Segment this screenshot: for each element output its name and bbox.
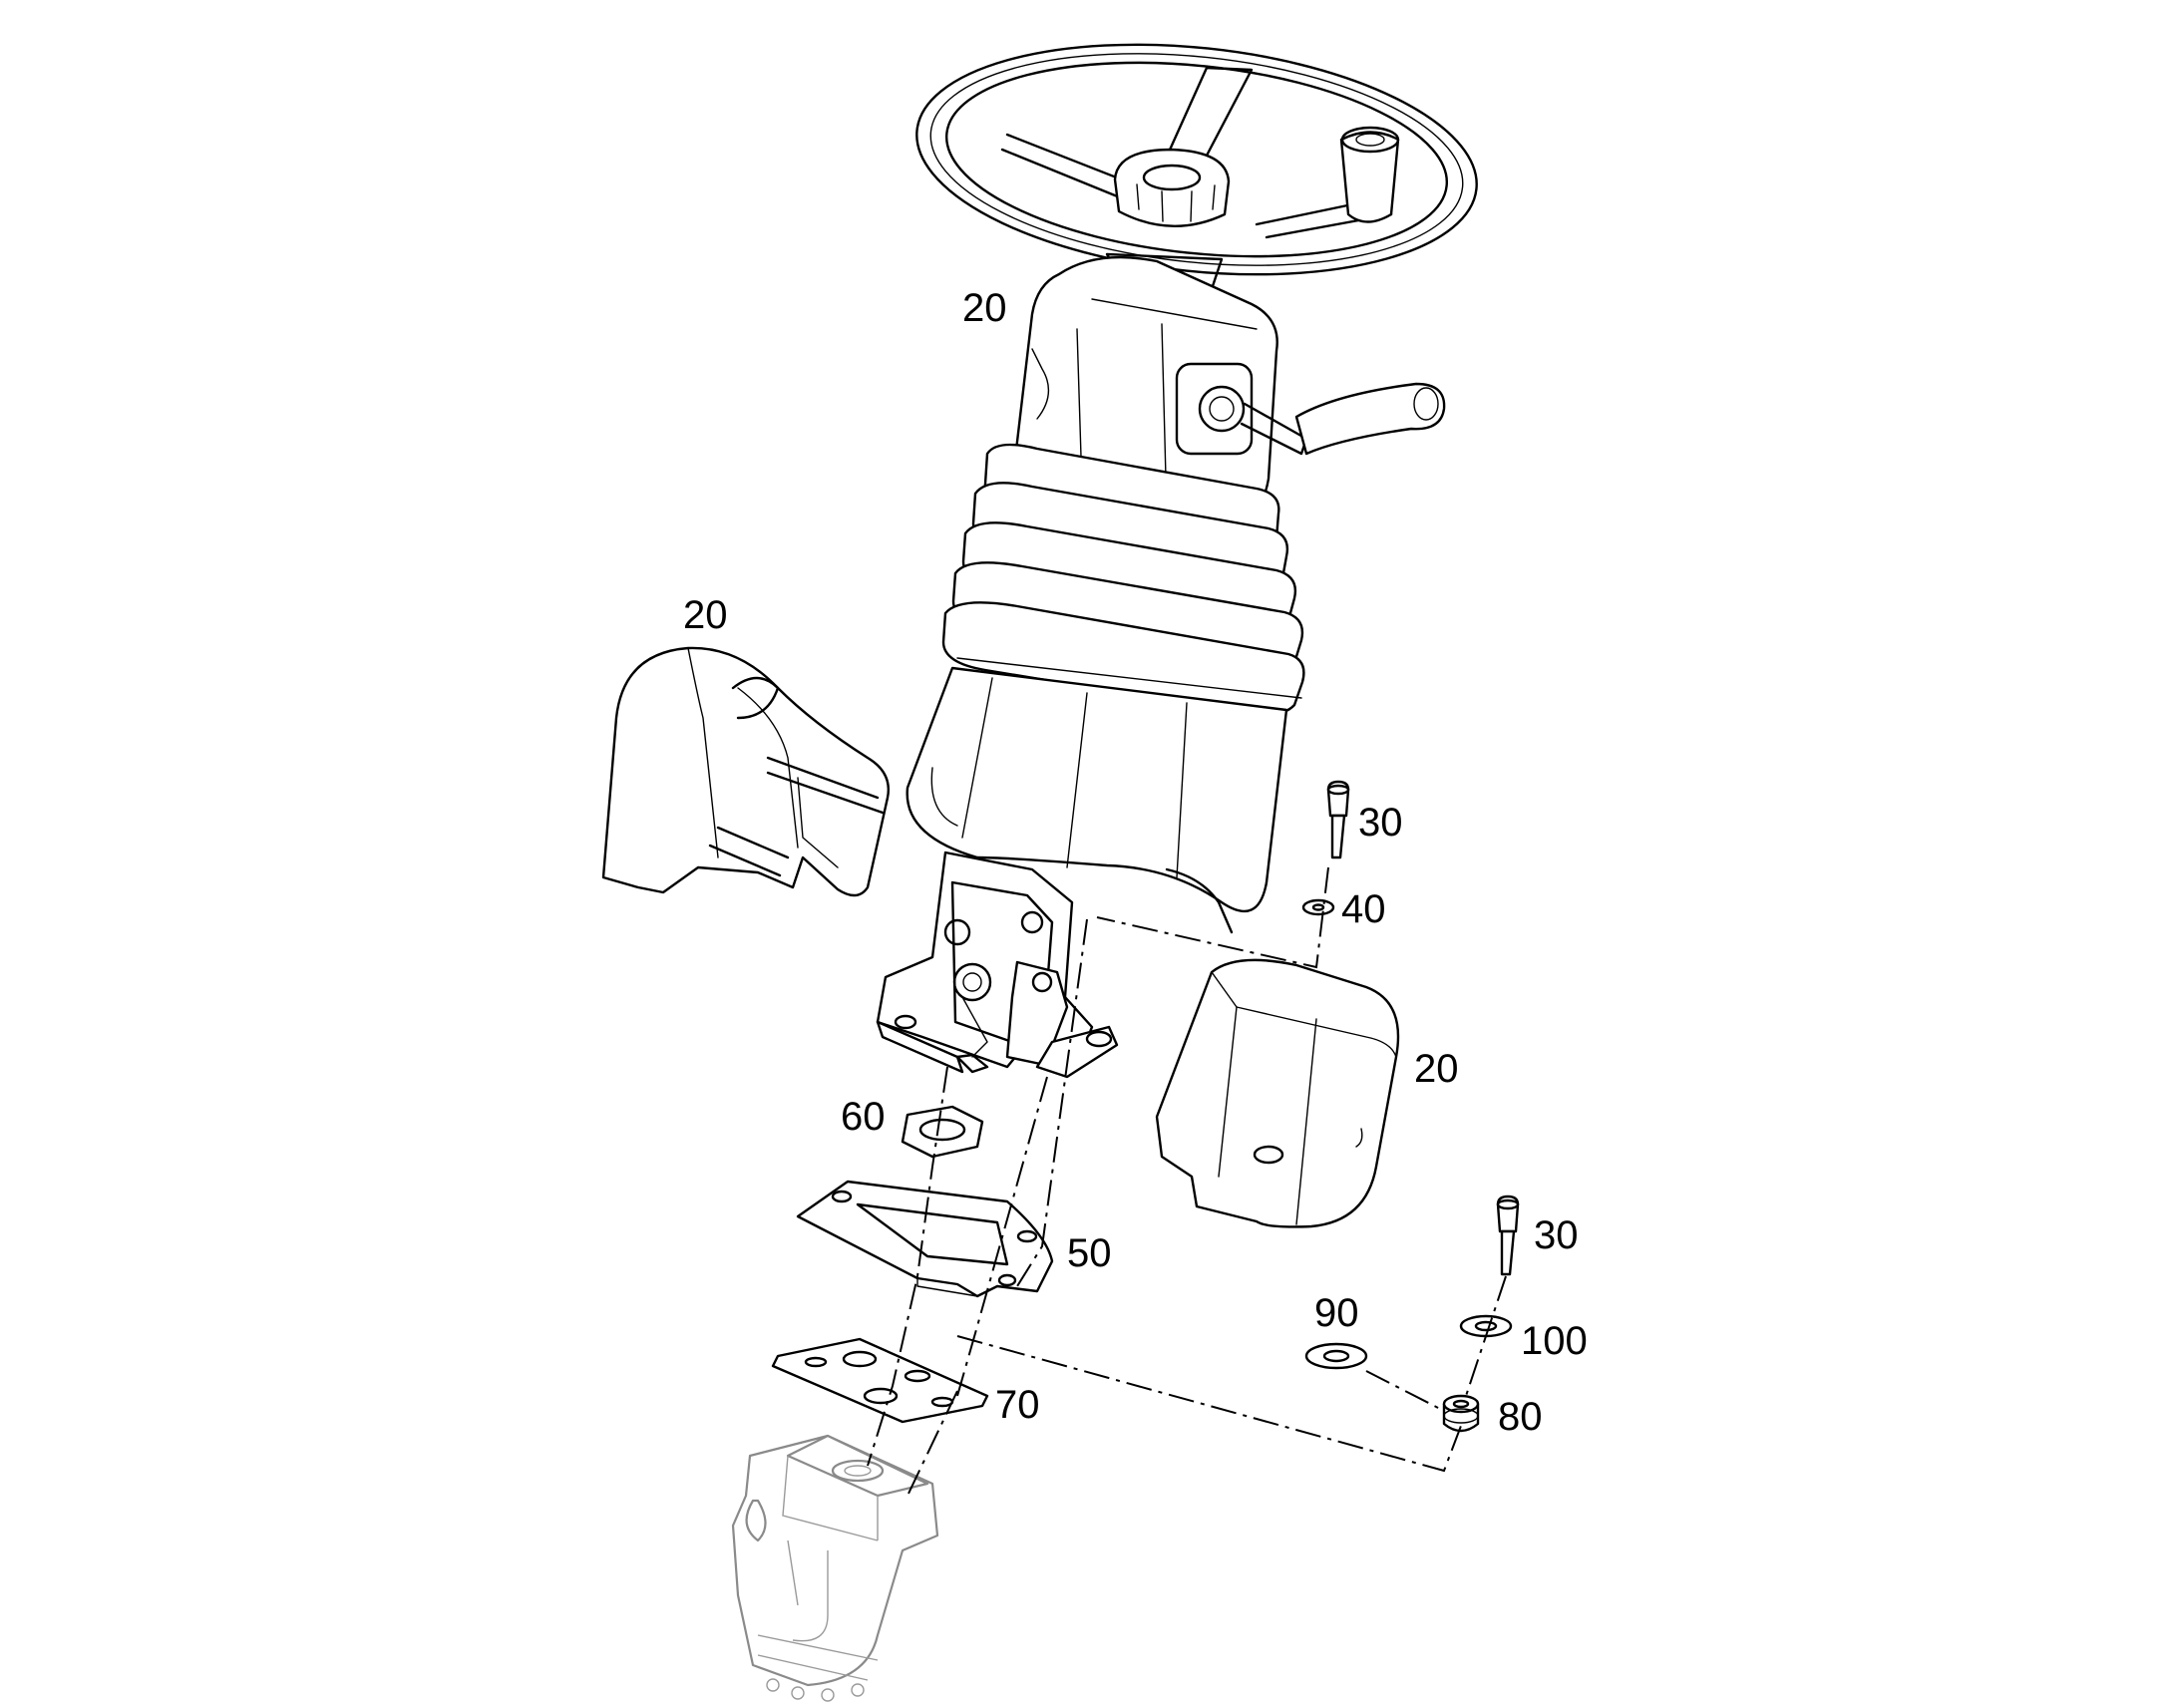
callout-30-lower: 30	[1534, 1213, 1579, 1257]
steering-column-bellows	[941, 443, 1305, 717]
callout-80: 80	[1498, 1395, 1543, 1439]
callout-20-right: 20	[1414, 1047, 1459, 1091]
hydraulic-steering-unit	[731, 1434, 939, 1702]
bolt-30-upper	[1326, 780, 1350, 859]
callout-20-left: 20	[683, 593, 728, 637]
mounting-plate	[796, 1180, 1054, 1298]
callout-labels: 20 20 20 30 40 60 50 70 30 90 100 80	[683, 286, 1588, 1439]
callout-50: 50	[1067, 1231, 1112, 1275]
callout-100: 100	[1521, 1319, 1588, 1363]
callout-40: 40	[1341, 887, 1386, 931]
assembly-centerlines	[867, 866, 1507, 1497]
callout-90: 90	[1314, 1291, 1359, 1335]
steering-wheel	[915, 43, 1478, 276]
steering-mechanism	[876, 851, 1119, 1079]
callout-70: 70	[995, 1383, 1040, 1427]
washer-100	[1459, 1314, 1513, 1338]
bolt-30-lower	[1496, 1195, 1520, 1276]
washer-90	[1304, 1342, 1368, 1370]
callout-20-top: 20	[962, 286, 1007, 330]
washer-40	[1301, 898, 1335, 916]
left-side-cover	[601, 646, 890, 897]
column-lower-shroud	[906, 666, 1288, 934]
hex-nut	[901, 1105, 984, 1159]
callout-30-upper: 30	[1358, 801, 1403, 845]
right-side-cover	[1155, 958, 1400, 1228]
grommet-80	[1442, 1394, 1480, 1433]
gasket-plate	[771, 1337, 989, 1424]
callout-60: 60	[841, 1095, 886, 1139]
